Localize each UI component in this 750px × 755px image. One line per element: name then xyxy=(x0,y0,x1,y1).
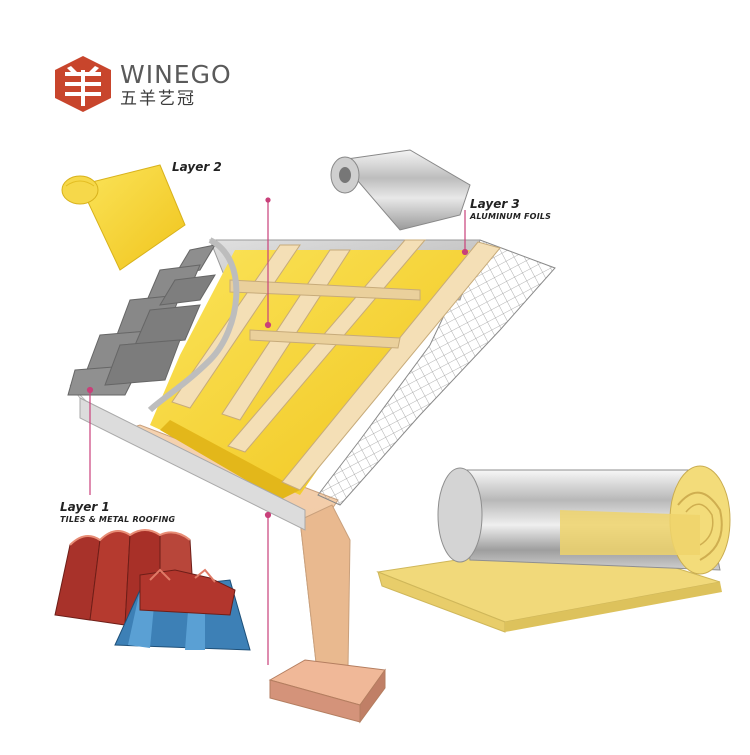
brand-block: WINEGO 五羊艺冠 xyxy=(120,62,232,110)
brand-name: WINEGO xyxy=(120,60,232,89)
layer3-label: Layer 3 ALUMINUM FOILS xyxy=(470,197,551,222)
brand-chinese-name: 五羊艺冠 xyxy=(120,89,196,109)
layer1-subtitle: TILES & METAL ROOFING xyxy=(60,515,176,524)
label-pointers xyxy=(86,197,469,665)
foil-roll-small xyxy=(330,149,471,231)
foil-faced-glass-wool-roll xyxy=(376,465,731,633)
layer1-label: Layer 1 TILES & METAL ROOFING xyxy=(60,500,175,525)
winego-logo-icon xyxy=(55,56,111,112)
slate-roof-tiles xyxy=(67,244,217,396)
layer2-title: Layer 2 xyxy=(172,160,222,174)
window-block xyxy=(268,659,386,724)
wire-mesh xyxy=(317,239,556,506)
layer3-title: Layer 3 xyxy=(470,197,520,211)
layer2-label: Layer 2 xyxy=(172,160,222,174)
layer3-subtitle: ALUMINUM FOILS xyxy=(470,212,552,221)
foil-cutaway-curve xyxy=(147,237,240,413)
glass-wool-roll-small xyxy=(61,164,186,271)
fascia-board xyxy=(69,384,306,531)
layer1-title: Layer 1 xyxy=(60,500,110,514)
metal-roofing-sheets xyxy=(114,568,251,651)
